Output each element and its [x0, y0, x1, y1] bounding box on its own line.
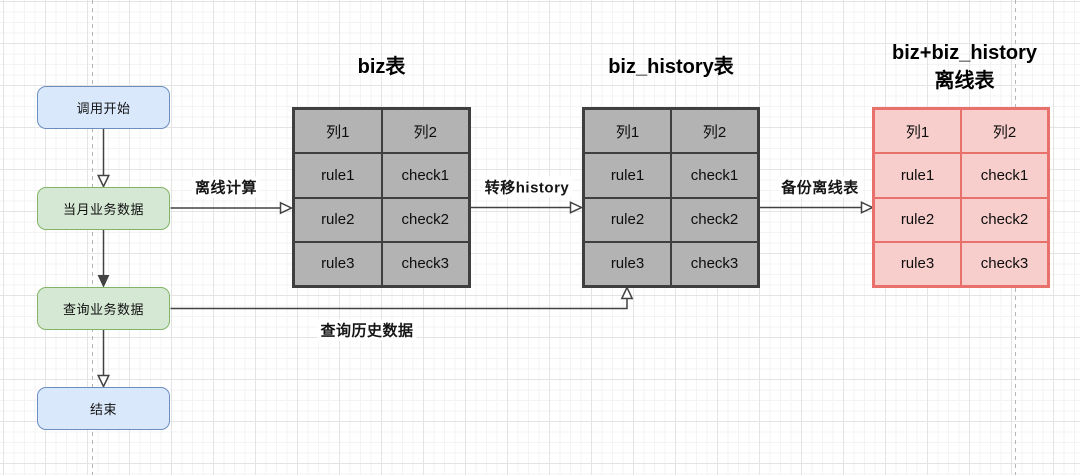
arrow-query-to-end [97, 330, 110, 389]
edge-label-transfer-history: 转移history [481, 176, 573, 198]
table-cell: check3 [671, 241, 758, 286]
table-cell: rule1 [584, 153, 671, 198]
flowchart-node-query-data: 查询业务数据 [37, 287, 170, 330]
node-label: 查询业务数据 [62, 302, 144, 317]
table-cell: check1 [671, 153, 758, 198]
table-header-cell: 列1 [294, 109, 382, 154]
table-cell: rule1 [294, 153, 382, 198]
table-cell: check1 [961, 153, 1048, 198]
arrow-query-to-bizhistory [170, 285, 634, 310]
arrow-monthly-to-query [97, 230, 110, 288]
table-cell: rule3 [584, 241, 671, 286]
biz-table-title: biz表 [357, 56, 406, 78]
biz-table: 列1 列2 rule1 check1 rule2 check2 rule3 ch… [292, 107, 471, 288]
table-cell: check3 [961, 241, 1048, 286]
table-header-cell: 列2 [671, 109, 758, 154]
table-header-cell: 列1 [584, 109, 671, 154]
table-cell: check3 [381, 241, 469, 286]
table-header-cell: 列2 [381, 109, 469, 154]
biz-history-table-title: biz_history表 [608, 56, 734, 78]
table-header-cell: 列1 [874, 109, 961, 154]
table-cell: rule2 [874, 197, 961, 242]
offline-table-title-line1: biz+biz_history [891, 42, 1038, 64]
flowchart-node-end: 结束 [37, 387, 170, 430]
offline-table-title: biz+biz_history 离线表 [867, 39, 1062, 95]
flowchart-node-start: 调用开始 [37, 86, 170, 129]
arrow-monthly-to-biz-table [170, 201, 294, 215]
node-label: 调用开始 [76, 101, 131, 116]
edge-label-query-history: 查询历史数据 [317, 319, 417, 341]
table-header-cell: 列2 [961, 109, 1048, 154]
arrow-start-to-monthly [97, 129, 110, 189]
table-cell: rule3 [294, 241, 382, 286]
arrow-biz-to-bizhistory [471, 201, 584, 214]
table-cell: check1 [381, 153, 469, 198]
page-boundary-dashed-line-left [92, 0, 93, 475]
table-cell: rule2 [294, 197, 382, 242]
edge-label-offline-compute: 离线计算 [191, 176, 261, 198]
table-cell: check2 [671, 197, 758, 242]
table-cell: rule3 [874, 241, 961, 286]
flowchart-node-monthly-data: 当月业务数据 [37, 187, 170, 230]
arrow-bizhistory-to-offline-table [759, 201, 875, 214]
table-cell: rule2 [584, 197, 671, 242]
node-label: 结束 [89, 402, 117, 417]
table-cell: check2 [961, 197, 1048, 242]
biz-history-table: 列1 列2 rule1 check1 rule2 check2 rule3 ch… [582, 107, 760, 288]
offline-table-title-line2: 离线表 [934, 70, 995, 92]
node-label: 当月业务数据 [62, 202, 144, 217]
table-cell: check2 [381, 197, 469, 242]
edge-label-backup-offline: 备份离线表 [778, 176, 862, 198]
table-cell: rule1 [874, 153, 961, 198]
offline-table: 列1 列2 rule1 check1 rule2 check2 rule3 ch… [872, 107, 1050, 288]
